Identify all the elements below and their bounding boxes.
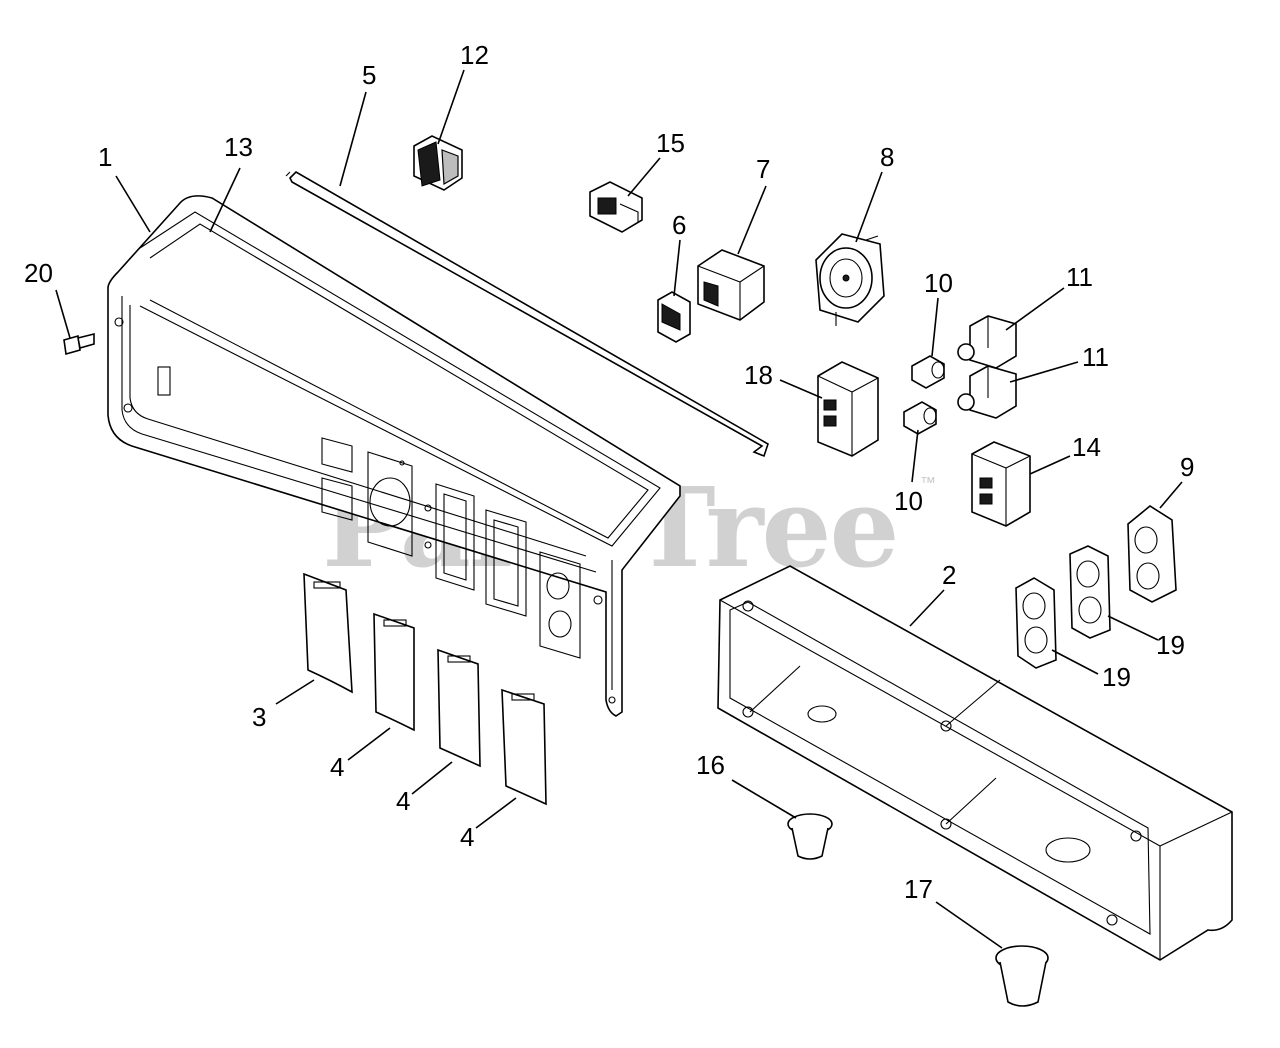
callout-label-15: 15 <box>656 128 685 158</box>
watermark-trademark: ™ <box>920 475 936 492</box>
rocker-switch-part-12[interactable] <box>413 135 463 191</box>
callout-labels: 1 13 5 12 15 7 8 6 20 10 11 11 18 14 9 1… <box>24 40 1194 904</box>
callout-label-6: 6 <box>672 210 686 240</box>
callout-label-3: 3 <box>252 702 266 732</box>
callout-label-17: 17 <box>904 874 933 904</box>
callout-label-10-top: 10 <box>924 268 953 298</box>
gasket-part-19-back[interactable] <box>1069 545 1111 639</box>
callout-label-7: 7 <box>756 154 770 184</box>
callout-label-9: 9 <box>1180 452 1194 482</box>
outlet-cover-part-4-b[interactable] <box>437 648 481 768</box>
gfci-receptacle-part-18[interactable] <box>817 361 879 457</box>
outlet-cover-part-4-c[interactable] <box>501 688 547 806</box>
callout-label-4-c: 4 <box>460 822 474 852</box>
callout-label-19-left: 19 <box>1102 662 1131 692</box>
callout-label-10-bottom: 10 <box>894 486 923 516</box>
bushing-part-17[interactable] <box>995 945 1049 1007</box>
callout-label-18: 18 <box>744 360 773 390</box>
knob-part-10-bottom[interactable] <box>903 401 937 435</box>
outlet-cover-part-4-a[interactable] <box>373 612 415 732</box>
switch-part-6[interactable] <box>657 291 691 343</box>
callout-label-1: 1 <box>98 142 112 172</box>
callout-label-14: 14 <box>1072 432 1101 462</box>
bushing-part-16[interactable] <box>787 813 833 860</box>
callout-label-13: 13 <box>224 132 253 162</box>
switch-housing-part-7[interactable] <box>697 249 765 321</box>
callout-label-12: 12 <box>460 40 489 70</box>
rod-part-5[interactable] <box>285 171 769 458</box>
callout-label-2: 2 <box>942 560 956 590</box>
callout-label-4-b: 4 <box>396 786 410 816</box>
callout-label-20: 20 <box>24 258 53 288</box>
leader-lines <box>55 69 1183 949</box>
breaker-part-11-top[interactable] <box>957 315 1017 369</box>
control-panel-part-1[interactable] <box>107 195 681 717</box>
breaker-part-11-bottom[interactable] <box>957 365 1017 419</box>
callout-label-4-a: 4 <box>330 752 344 782</box>
gfci-receptacle-part-14[interactable] <box>971 441 1031 527</box>
gasket-part-19-front[interactable] <box>1015 577 1057 669</box>
duplex-receptacle-part-9[interactable] <box>1127 505 1177 603</box>
twist-lock-receptacle-part-8[interactable] <box>815 233 885 326</box>
callout-label-11-top: 11 <box>1066 262 1093 292</box>
callout-label-19-right: 19 <box>1156 630 1185 660</box>
callout-label-8: 8 <box>880 142 894 172</box>
control-box-part-2[interactable] <box>717 565 1233 961</box>
outlet-cover-part-3[interactable] <box>303 572 353 694</box>
callout-label-11-bottom: 11 <box>1082 342 1109 372</box>
callout-label-16: 16 <box>696 750 725 780</box>
knob-part-10-top[interactable] <box>911 355 945 389</box>
callout-label-5: 5 <box>362 60 376 90</box>
screw-part-20[interactable] <box>63 332 95 356</box>
